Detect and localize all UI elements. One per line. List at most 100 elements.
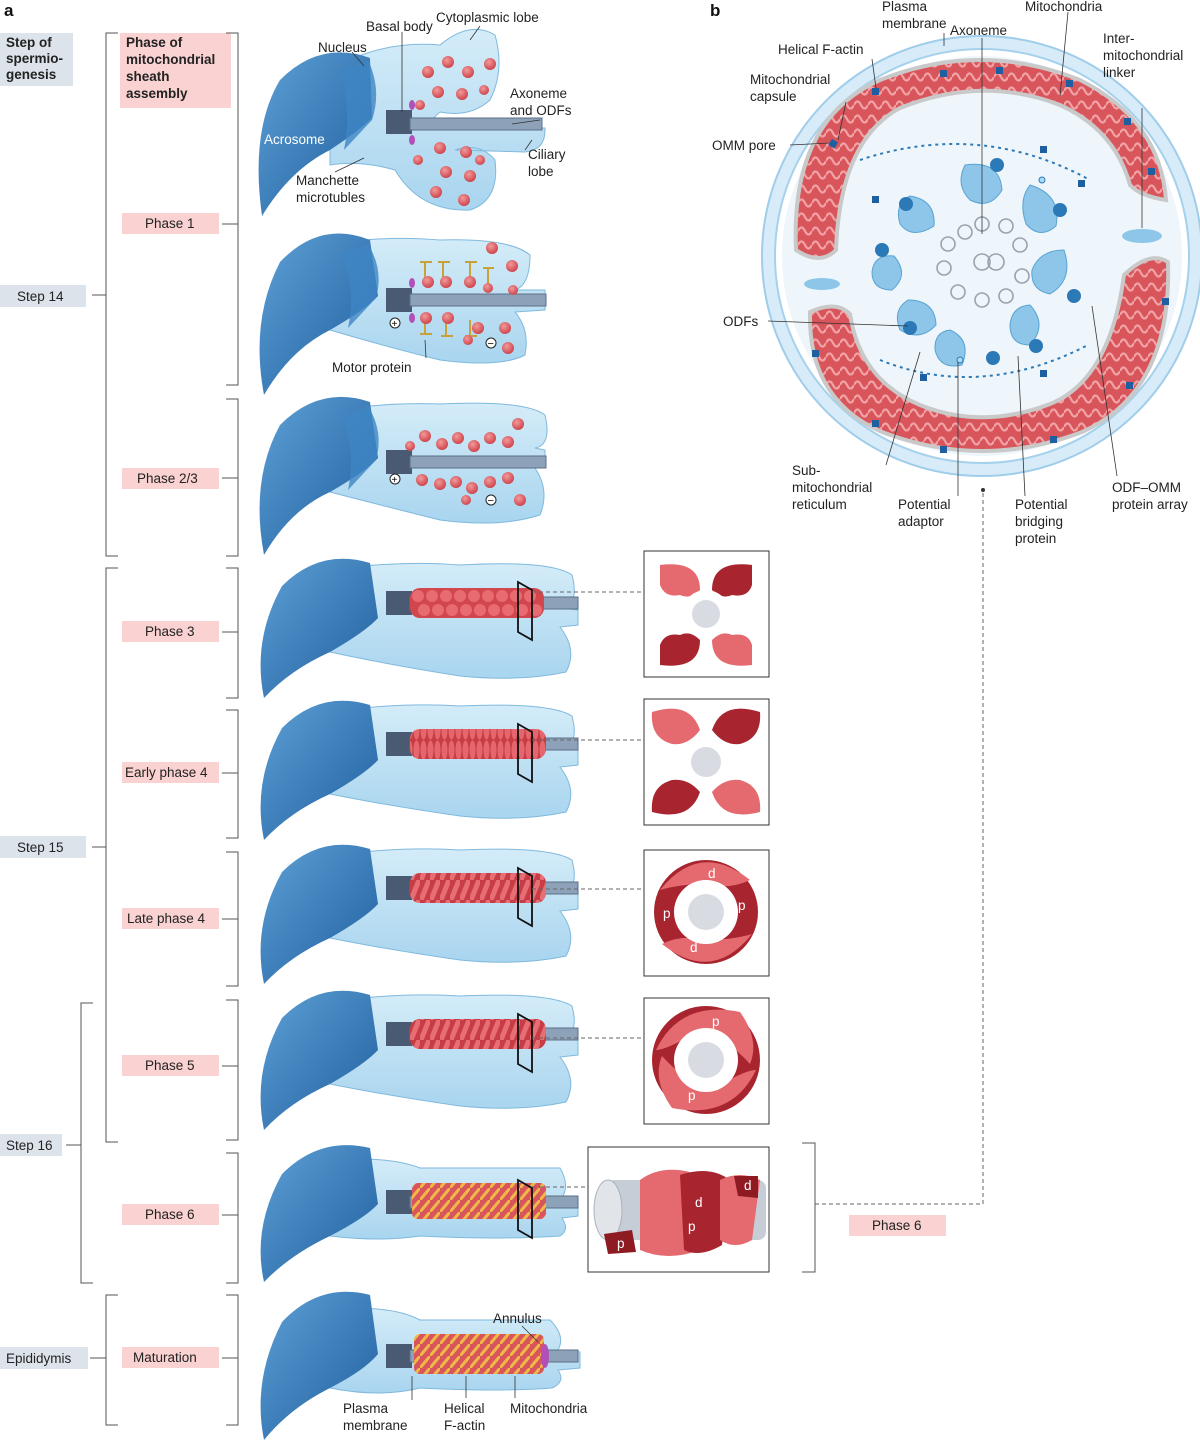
spermatid-phase-3	[260, 558, 579, 698]
panel-b-label: b	[710, 1, 720, 20]
helical-factin-a-label-1: Helical	[444, 1401, 485, 1416]
late4-d-top: d	[708, 866, 716, 881]
phase5-p-bottom: p	[688, 1088, 696, 1103]
axoneme-odfs-label-1: Axoneme	[510, 86, 567, 101]
phase-header-line1: Phase of	[126, 35, 183, 50]
motor-protein-label: Motor protein	[332, 360, 412, 375]
cross-section	[761, 35, 1200, 477]
phase-brackets	[222, 32, 239, 1426]
plasma-membrane-a-label-2: membrane	[343, 1418, 408, 1433]
step-15-label: Step 15	[17, 840, 64, 855]
minus-sign-2: −	[488, 495, 494, 507]
helical-factin-b-label: Helical F-actin	[778, 42, 864, 57]
phase-header-line4: assembly	[126, 86, 188, 101]
motor-leader	[424, 339, 427, 359]
bridging-label-1: Potential	[1015, 497, 1068, 512]
axoneme-odfs-label-2: and ODFs	[510, 103, 572, 118]
connector-dot	[981, 488, 985, 492]
submito-label-1: Sub-	[792, 463, 821, 478]
inset-phase-6: d d p p	[587, 1146, 770, 1273]
plus-sign-2: +	[392, 475, 398, 486]
manchette-label-1: Manchette	[296, 173, 359, 188]
axoneme-b-label: Axoneme	[950, 23, 1007, 38]
intermito-label-1: Inter-	[1103, 31, 1135, 46]
adaptor-label-2: adaptor	[898, 514, 944, 529]
bridging-label-2: bridging	[1015, 514, 1063, 529]
plasma-membrane-b-label-1: Plasma	[882, 0, 928, 14]
phase6-d-1: d	[695, 1195, 703, 1210]
phase-2-3-label: Phase 2/3	[137, 471, 198, 486]
spermatid-row-1: Acrosome	[258, 28, 546, 217]
plus-sign-1: +	[392, 319, 398, 330]
step-header-line3: genesis	[6, 67, 56, 82]
step-header-line1: Step of	[6, 35, 52, 50]
spermatid-phase-5	[260, 990, 579, 1130]
mitochondria-b-label: Mitochondria	[1025, 0, 1103, 14]
intermito-label-2: mitochondrial	[1103, 48, 1183, 63]
phase6-d-2: d	[744, 1178, 752, 1193]
nucleus-label: Nucleus	[318, 40, 367, 55]
spermatid-late-phase-4	[260, 844, 579, 984]
inset-phase-5: p p	[643, 997, 770, 1125]
late4-d-bottom: d	[690, 940, 698, 955]
capsule-label-1: Mitochondrial	[750, 72, 830, 87]
phase-header-box	[120, 33, 231, 108]
spermatid-row-2: + −	[259, 233, 547, 395]
phase6-right-bracket	[802, 1142, 816, 1273]
omm-pore-label: OMM pore	[712, 138, 776, 153]
inset-connectors	[532, 490, 984, 1205]
spermatid-early-phase-4	[260, 700, 579, 840]
step-labels: Step 14 Step 15 Step 16 Epididymis	[0, 285, 88, 1369]
late4-p-left: p	[663, 906, 671, 921]
phase-3-label: Phase 3	[145, 624, 195, 639]
manchette-label-2: microtubles	[296, 190, 365, 205]
early-phase-4-label: Early phase 4	[125, 765, 208, 780]
panel-a-label: a	[4, 1, 14, 20]
phase-6-label: Phase 6	[145, 1207, 195, 1222]
phase6-p-2: p	[617, 1236, 625, 1251]
spermatid-row-3: + −	[259, 396, 548, 555]
cytoplasmic-lobe-label: Cytoplasmic lobe	[436, 10, 539, 25]
capsule-label-2: capsule	[750, 89, 797, 104]
maturation-label: Maturation	[133, 1350, 197, 1365]
inset-late-phase-4: d p p d	[643, 849, 770, 977]
maturation-leaders	[411, 1325, 539, 1400]
step-16-label: Step 16	[6, 1138, 53, 1153]
step-14-label: Step 14	[17, 289, 64, 304]
panel-b-leaders	[767, 11, 1143, 497]
odfs-label: ODFs	[723, 314, 758, 329]
plasma-membrane-b-label-2: membrane	[882, 16, 947, 31]
bridging-label-3: protein	[1015, 531, 1056, 546]
inset-phase-3	[643, 550, 770, 678]
inset-early-phase-4	[643, 698, 770, 826]
phase-labels: Phase 1 Phase 2/3 Phase 3 Early phase 4 …	[122, 213, 219, 1368]
annulus-label: Annulus	[493, 1311, 542, 1326]
intermito-label-3: linker	[1103, 65, 1136, 80]
helical-factin-a-label-2: F-actin	[444, 1418, 485, 1433]
plasma-membrane-a-label-1: Plasma	[343, 1401, 389, 1416]
phase6-right-label: Phase 6	[872, 1218, 922, 1233]
late-phase-4-label: Late phase 4	[127, 911, 206, 926]
submito-label-2: mitochondrial	[792, 480, 872, 495]
epididymis-label: Epididymis	[6, 1351, 72, 1366]
phase5-p-top: p	[712, 1014, 720, 1029]
row1-leaders	[334, 25, 541, 173]
phase-header-line3: sheath	[126, 69, 170, 84]
spermatid-phase-6	[260, 1145, 579, 1282]
odf-omm-label-1: ODF–OMM	[1112, 480, 1181, 495]
acrosome-label: Acrosome	[264, 132, 325, 147]
basal-body-label: Basal body	[366, 19, 433, 34]
minus-sign-1: −	[488, 338, 494, 350]
odf-omm-label-2: protein array	[1112, 497, 1188, 512]
adaptor-label-1: Potential	[898, 497, 951, 512]
ciliary-lobe-label-2: lobe	[528, 164, 554, 179]
submito-label-3: reticulum	[792, 497, 847, 512]
spermatid-maturation	[260, 1291, 581, 1440]
mitochondria-a-label: Mitochondria	[510, 1401, 588, 1416]
phase6-right-box	[849, 1215, 946, 1236]
phase-1-label: Phase 1	[145, 216, 195, 231]
step-brackets	[66, 32, 118, 1426]
ciliary-lobe-label-1: Ciliary	[528, 147, 566, 162]
phase-header-line2: mitochondrial	[126, 52, 215, 67]
